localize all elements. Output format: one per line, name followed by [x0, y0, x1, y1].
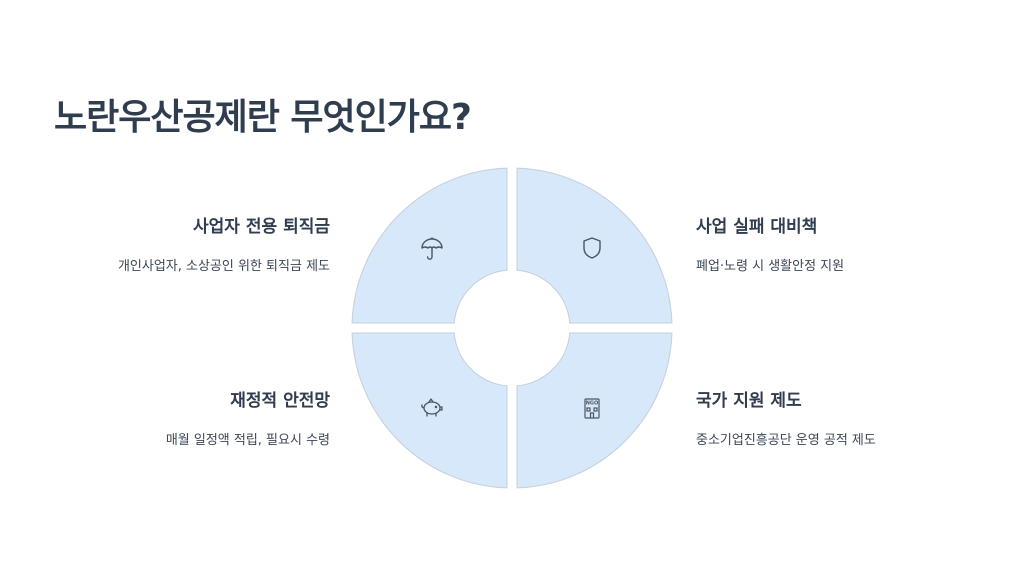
label-bottom-right: 국가 지원 제도 중소기업진흥공단 운영 공적 제도 — [696, 386, 996, 448]
piggy-bank-icon — [421, 398, 443, 417]
segment-heading: 재정적 안전망 — [230, 391, 330, 411]
segment-description: 개인사업자, 소상공인 위한 퇴직금 제도 — [117, 259, 330, 274]
segment-heading: 사업자 전용 퇴직금 — [193, 217, 330, 237]
label-top-right: 사업 실패 대비책 폐업·노령 시 생활안정 지원 — [696, 212, 996, 274]
ring-diagram: NGO — [351, 167, 673, 489]
umbrella-icon — [421, 237, 443, 260]
segment-description: 매월 일정액 적립, 필요시 수령 — [165, 433, 330, 448]
label-top-left: 사업자 전용 퇴직금 개인사업자, 소상공인 위한 퇴직금 제도 — [30, 212, 330, 274]
segment-heading: 국가 지원 제도 — [696, 391, 802, 411]
segment-bottom-left — [351, 332, 508, 489]
ngo-icon-text: NGO — [586, 401, 599, 407]
segment-description: 폐업·노령 시 생활안정 지원 — [696, 259, 845, 274]
ngo-building-icon: NGO — [584, 398, 600, 419]
shield-icon — [583, 237, 601, 259]
label-bottom-left: 재정적 안전망 매월 일정액 적립, 필요시 수령 — [30, 386, 330, 448]
segment-top-right — [516, 167, 673, 324]
segment-heading: 사업 실패 대비책 — [696, 217, 818, 237]
segment-description: 중소기업진흥공단 운영 공적 제도 — [696, 433, 876, 448]
page-title: 노란우산공제란 무엇인가요? — [54, 97, 472, 138]
segment-top-left — [351, 167, 508, 324]
